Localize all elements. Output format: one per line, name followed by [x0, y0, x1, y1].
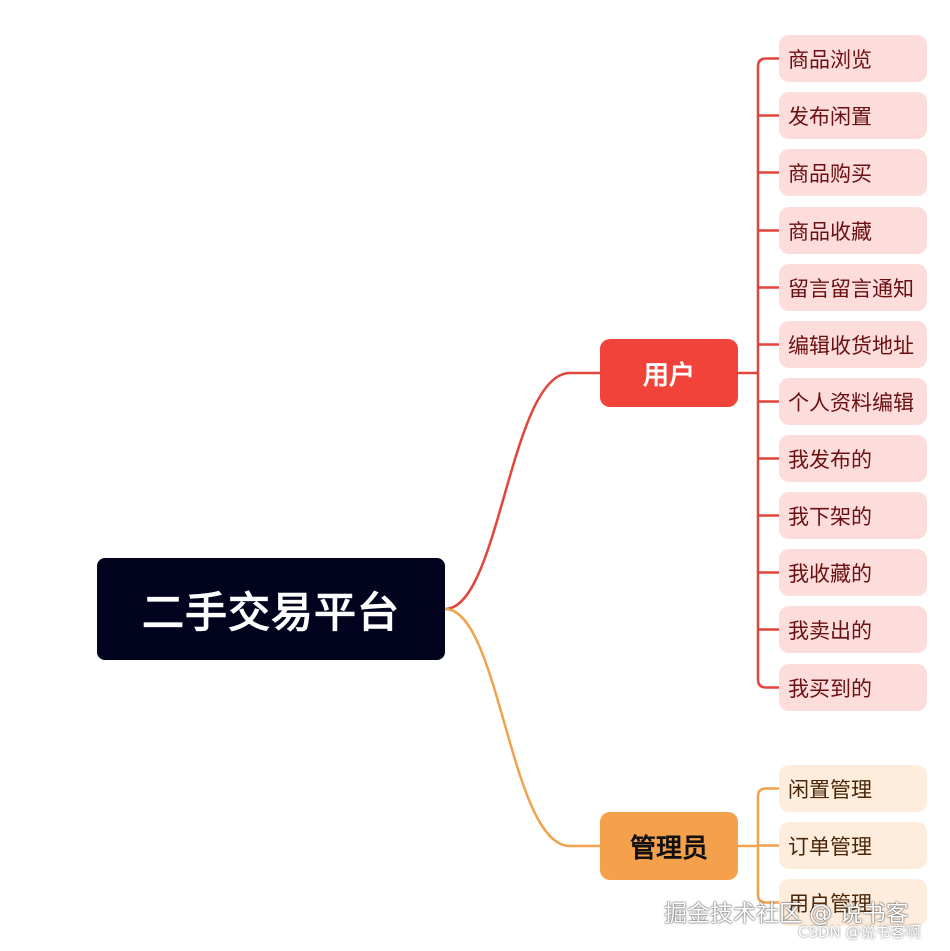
leaf-node[interactable]: 商品收藏	[779, 207, 927, 254]
leaf-node[interactable]: 编辑收货地址	[779, 321, 927, 368]
leaf-node[interactable]: 我发布的	[779, 435, 927, 482]
leaf-node[interactable]: 我收藏的	[779, 549, 927, 596]
leaf-node[interactable]: 个人资料编辑	[779, 378, 927, 425]
leaf-node[interactable]: 我卖出的	[779, 606, 927, 653]
branch-node-admin[interactable]: 管理员	[600, 812, 738, 880]
branch-node-user[interactable]: 用户	[600, 339, 738, 407]
root-node[interactable]: 二手交易平台	[97, 558, 445, 660]
leaf-node[interactable]: 留言留言通知	[779, 264, 927, 311]
admin-leaf-connector	[756, 894, 779, 904]
user-leaf-connector	[756, 679, 779, 689]
watermark-juejin: 掘金技术社区 @ 说书客	[664, 901, 909, 927]
watermark-csdn: CSDN @说书客啊	[798, 923, 921, 941]
admin-leaf-connector	[756, 787, 779, 797]
leaf-node[interactable]: 我买到的	[779, 664, 927, 711]
leaf-node[interactable]: 商品浏览	[779, 35, 927, 82]
root-to-admin-line	[444, 607, 600, 848]
root-to-user-line	[444, 371, 600, 611]
leaf-node[interactable]: 闲置管理	[779, 765, 927, 812]
user-leaf-connector	[756, 57, 779, 67]
leaf-node[interactable]: 我下架的	[779, 492, 927, 539]
leaf-node[interactable]: 用户管理	[779, 879, 927, 926]
leaf-node[interactable]: 订单管理	[779, 822, 927, 869]
leaf-node[interactable]: 商品购买	[779, 149, 927, 196]
leaf-node[interactable]: 发布闲置	[779, 92, 927, 139]
